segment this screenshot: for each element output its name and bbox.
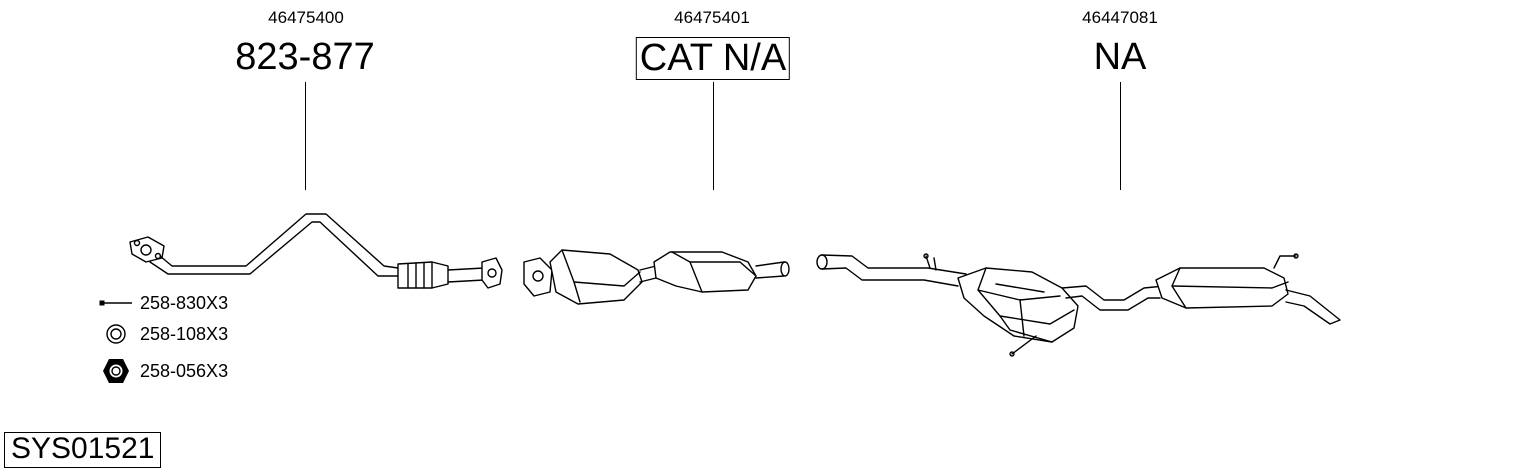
reference-1: 823-877 <box>235 36 375 78</box>
rear-silencer-drawing <box>816 253 1341 357</box>
hardware-label: 258-108X3 <box>140 323 229 344</box>
hex-nut-icon <box>96 358 136 384</box>
part-number-1: 46475400 <box>268 8 344 27</box>
hardware-label: 258-056X3 <box>140 360 229 381</box>
leader-line-3 <box>1120 82 1121 190</box>
hardware-label: 258-830X3 <box>140 292 229 313</box>
leader-line-2 <box>713 82 714 190</box>
part-number-3: 46447081 <box>1082 8 1158 27</box>
reference-3: NA <box>1093 36 1147 78</box>
part-number-2: 46475401 <box>674 8 750 27</box>
hardware-item-gasket: 258-108X3 <box>96 321 228 347</box>
ring-gasket-icon <box>96 323 136 345</box>
front-pipe-drawing <box>129 213 503 289</box>
system-code: SYS01521 <box>4 432 162 468</box>
hardware-item-nut: 258-056X3 <box>96 358 228 384</box>
leader-line-1 <box>305 82 306 190</box>
catalytic-converter-drawing <box>523 249 790 305</box>
reference-2: CAT N/A <box>635 37 791 80</box>
hardware-item-bolt: 258-830X3 <box>96 290 228 316</box>
bolt-icon <box>96 299 136 307</box>
